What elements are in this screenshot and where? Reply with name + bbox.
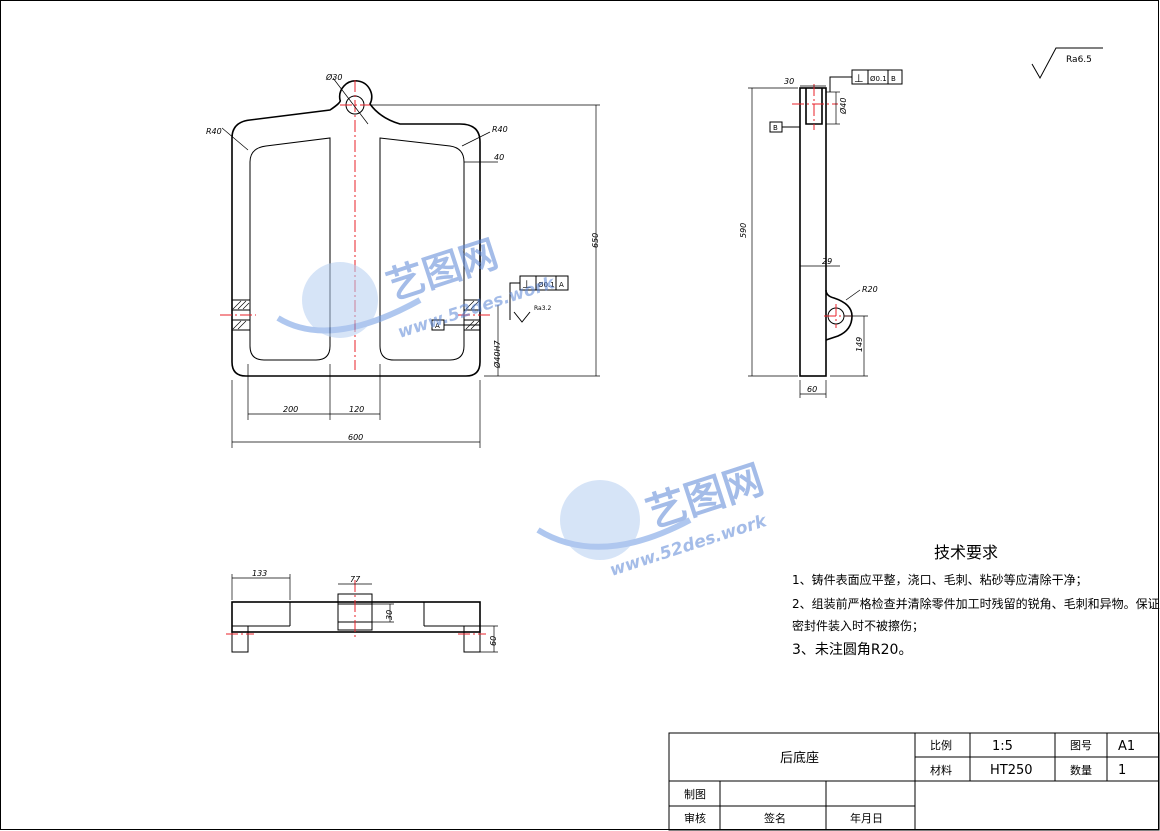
dim-inner-200: 200 [283, 405, 298, 414]
tech-item-4: 3、未注圆角R20。 [792, 642, 912, 658]
scale-value: 1:5 [992, 739, 1013, 754]
dim-bore-dia: Ø40H7 [492, 340, 502, 369]
tol-datum-2: B [891, 75, 896, 83]
dim-hole-dia: Ø30 [325, 72, 342, 82]
part-name: 后底座 [780, 750, 819, 766]
datum-b: B [769, 121, 800, 133]
tol-symbol-2: ⊥ [854, 72, 864, 85]
side-body [799, 87, 827, 377]
dim-front-width: 600 [348, 433, 363, 442]
dim-top-133: 133 [252, 569, 267, 578]
dim-top-77: 77 [350, 575, 361, 584]
dim-side-30: 30 [784, 77, 794, 86]
roughness-small: Ra3.2 [534, 305, 551, 312]
dim-top-r40: R40 [492, 125, 508, 134]
watermark-2: 艺图网 www.52des.work [536, 457, 771, 581]
top-view: 133 77 30 60 [226, 569, 498, 653]
drawing-no-value: A1 [1118, 739, 1135, 754]
watermark-1: 艺图网 www.52des.work [276, 231, 559, 343]
top-body [231, 601, 481, 633]
dim-side-60: 60 [807, 385, 817, 394]
title-block: 后底座 比例 1:5 图号 A1 材料 HT250 数量 1 制图 审核 签名 … [668, 732, 1160, 831]
datum-a-label: A [435, 322, 440, 330]
tol-value-2: Ø0.1 [870, 75, 887, 83]
dim-side-d40: Ø40 [838, 98, 848, 115]
top-left-foot [231, 625, 249, 653]
tech-item-2: 2、组装前严格检查并清除零件加工时残留的锐角、毛刺和异物。保证 [792, 596, 1160, 611]
dim-top-60: 60 [489, 636, 498, 646]
datum-b-label: B [773, 124, 778, 132]
tolerance-frame-1: ⊥ Ø0.1 A [509, 275, 569, 320]
right-boss [463, 299, 481, 311]
dim-top-30: 30 [385, 610, 394, 620]
left-boss [231, 299, 251, 311]
side-view: 590 30 29 R20 149 60 Ø40 ⊥ Ø0.1 B B [739, 69, 903, 398]
tech-item-1: 1、铸件表面应平整，浇口、毛刺、粘砂等应清除干净； [792, 572, 1088, 587]
dim-side-149: 149 [855, 337, 864, 352]
dim-side-r20: R20 [862, 285, 878, 294]
side-bottom-lug [825, 289, 853, 341]
dim-side-590: 590 [739, 223, 748, 238]
date-label: 年月日 [850, 811, 883, 825]
datum-a: A [431, 319, 480, 331]
tolerance-frame-2: ⊥ Ø0.1 B [829, 69, 903, 92]
left-boss-b [231, 319, 251, 331]
front-view: 600 200 120 650 40 R40 R40 Ø30 ⊥ Ø0.1 A [206, 72, 600, 448]
top-right-foot [463, 625, 481, 653]
tech-title: 技术要求 [934, 543, 998, 562]
material-value: HT250 [990, 763, 1033, 778]
dim-top-40: 40 [494, 153, 504, 162]
signature-label: 签名 [764, 811, 786, 825]
scale-label: 比例 [930, 738, 952, 752]
front-inner-left [249, 137, 331, 361]
quantity-label: 数量 [1070, 764, 1092, 777]
dim-side-29: 29 [822, 257, 832, 266]
quantity-value: 1 [1118, 763, 1126, 778]
drawing-no-label: 图号 [1070, 739, 1092, 752]
tech-requirements: 技术要求 1、铸件表面应平整，浇口、毛刺、粘砂等应清除干净； 2、组装前严格检查… [792, 543, 1160, 658]
dim-front-height: 650 [591, 233, 600, 248]
material-label: 材料 [930, 763, 952, 777]
front-outer-outline [231, 80, 481, 377]
tol-datum-1: A [559, 281, 564, 289]
roughness-symbol: Ra6.5 [1031, 47, 1103, 80]
checked-label: 审核 [684, 811, 706, 825]
tech-item-3: 密封件装入时不被擦伤； [792, 618, 924, 633]
tol-symbol-1: ⊥ [522, 278, 532, 291]
tol-value-1: Ø0.1 [538, 281, 555, 289]
dim-inner-120: 120 [349, 405, 364, 414]
drawn-label: 制图 [684, 788, 706, 801]
roughness-label: Ra6.5 [1066, 55, 1092, 65]
front-inner-right [379, 137, 465, 361]
dim-top-r40-left: R40 [206, 127, 222, 136]
